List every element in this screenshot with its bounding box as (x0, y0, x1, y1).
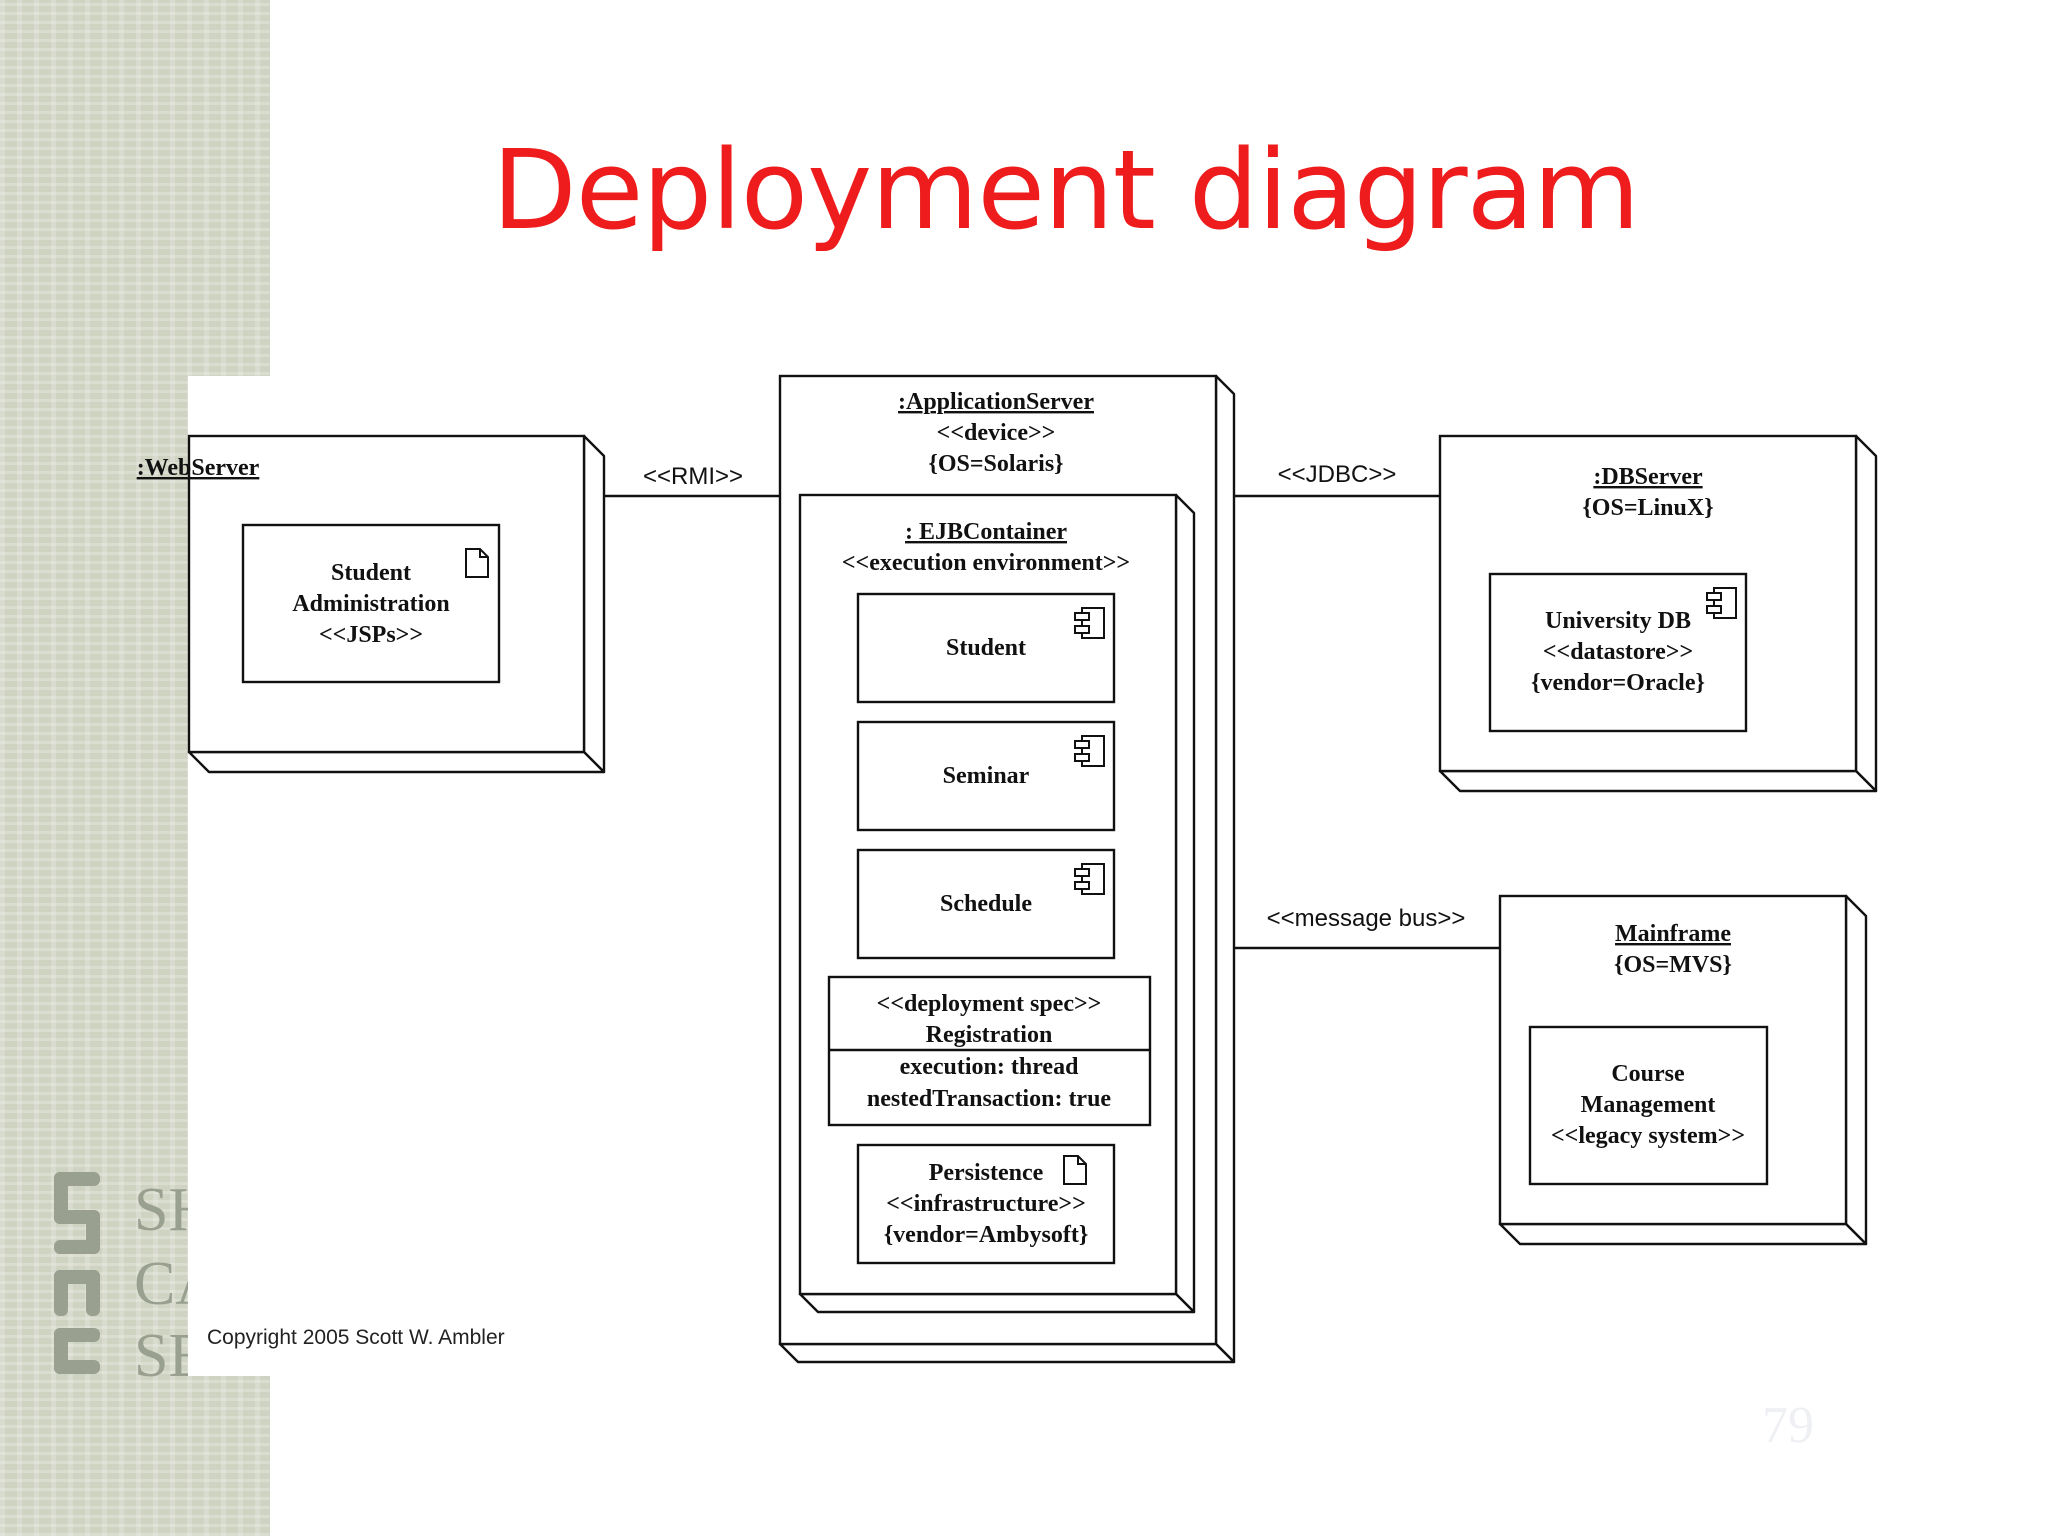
ejb-container: : EJBContainer <<execution environment>>… (798, 493, 1196, 1314)
appserver-property: {OS=Solaris} (928, 451, 1063, 477)
webserver-name: :WebServer (137, 455, 260, 481)
component-icon (1074, 735, 1105, 767)
ejbcontainer-stereotype: <<execution environment>> (842, 550, 1130, 576)
component-icon (1706, 587, 1737, 619)
course-management-artifact: Course Management <<legacy system>> (1528, 1025, 1769, 1186)
document-icon (1063, 1155, 1087, 1185)
jdbc-label: <<JDBC>> (1278, 461, 1397, 488)
svg-text:University DB: University DB (1545, 608, 1691, 634)
svg-text:Persistence: Persistence (929, 1160, 1044, 1186)
appserver-name: :ApplicationServer (898, 389, 1094, 415)
svg-text:Course: Course (1611, 1061, 1685, 1087)
appserver-stereotype: <<device>> (937, 420, 1056, 446)
svg-text:Student: Student (331, 560, 411, 586)
webserver-node: :WebServer Student Administration <<JSPs… (137, 434, 606, 774)
persistence-artifact: Persistence <<infrastructure>> {vendor=A… (856, 1143, 1116, 1265)
university-db-component: University DB <<datastore>> {vendor=Orac… (1488, 572, 1748, 733)
rmi-label: <<RMI>> (643, 463, 743, 490)
document-icon (465, 548, 489, 578)
dbserver-name: :DBServer (1593, 464, 1703, 490)
mainframe-name: Mainframe (1615, 921, 1731, 947)
svg-text:<<JSPs>>: <<JSPs>> (319, 622, 423, 648)
component-student: Student (856, 592, 1116, 704)
message-bus-label: <<message bus>> (1267, 905, 1466, 932)
ejbcontainer-name: : EJBContainer (905, 519, 1067, 545)
svg-text:Student: Student (946, 635, 1026, 661)
page-number: 79 (1762, 1397, 1814, 1454)
applicationserver-node: :ApplicationServer <<device>> {OS=Solari… (778, 374, 1236, 1364)
svg-text:{vendor=Oracle}: {vendor=Oracle} (1531, 670, 1705, 696)
svg-text:{vendor=Ambysoft}: {vendor=Ambysoft} (884, 1222, 1089, 1248)
svg-text:<<infrastructure>>: <<infrastructure>> (886, 1191, 1086, 1217)
svg-text:Registration: Registration (926, 1022, 1053, 1048)
svg-text:Management: Management (1581, 1092, 1716, 1118)
svg-text:execution: thread: execution: thread (900, 1054, 1080, 1080)
mainframe-node: Mainframe {OS=MVS} Course Management <<l… (1498, 894, 1868, 1246)
deployment-spec-registration: <<deployment spec>> Registration executi… (827, 975, 1152, 1127)
mainframe-property: {OS=MVS} (1614, 952, 1732, 978)
component-icon (1074, 607, 1105, 639)
copyright-text: Copyright 2005 Scott W. Ambler (207, 1326, 505, 1349)
svg-text:nestedTransaction: true: nestedTransaction: true (867, 1086, 1112, 1112)
component-seminar: Seminar (856, 720, 1116, 832)
dbserver-property: {OS=LinuX} (1582, 495, 1713, 521)
component-icon (1074, 863, 1105, 895)
svg-text:<<deployment spec>>: <<deployment spec>> (877, 991, 1102, 1017)
slide-title: Deployment diagram (492, 126, 1640, 254)
svg-text:Administration: Administration (292, 591, 449, 617)
student-administration-artifact: Student Administration <<JSPs>> (241, 523, 501, 684)
svg-text:Schedule: Schedule (940, 891, 1032, 917)
svg-text:<<legacy system>>: <<legacy system>> (1551, 1123, 1745, 1149)
dbserver-node: :DBServer {OS=LinuX} University DB <<dat… (1438, 434, 1878, 793)
svg-text:<<datastore>>: <<datastore>> (1543, 639, 1693, 665)
svg-text:Seminar: Seminar (943, 763, 1030, 789)
component-schedule: Schedule (856, 848, 1116, 960)
